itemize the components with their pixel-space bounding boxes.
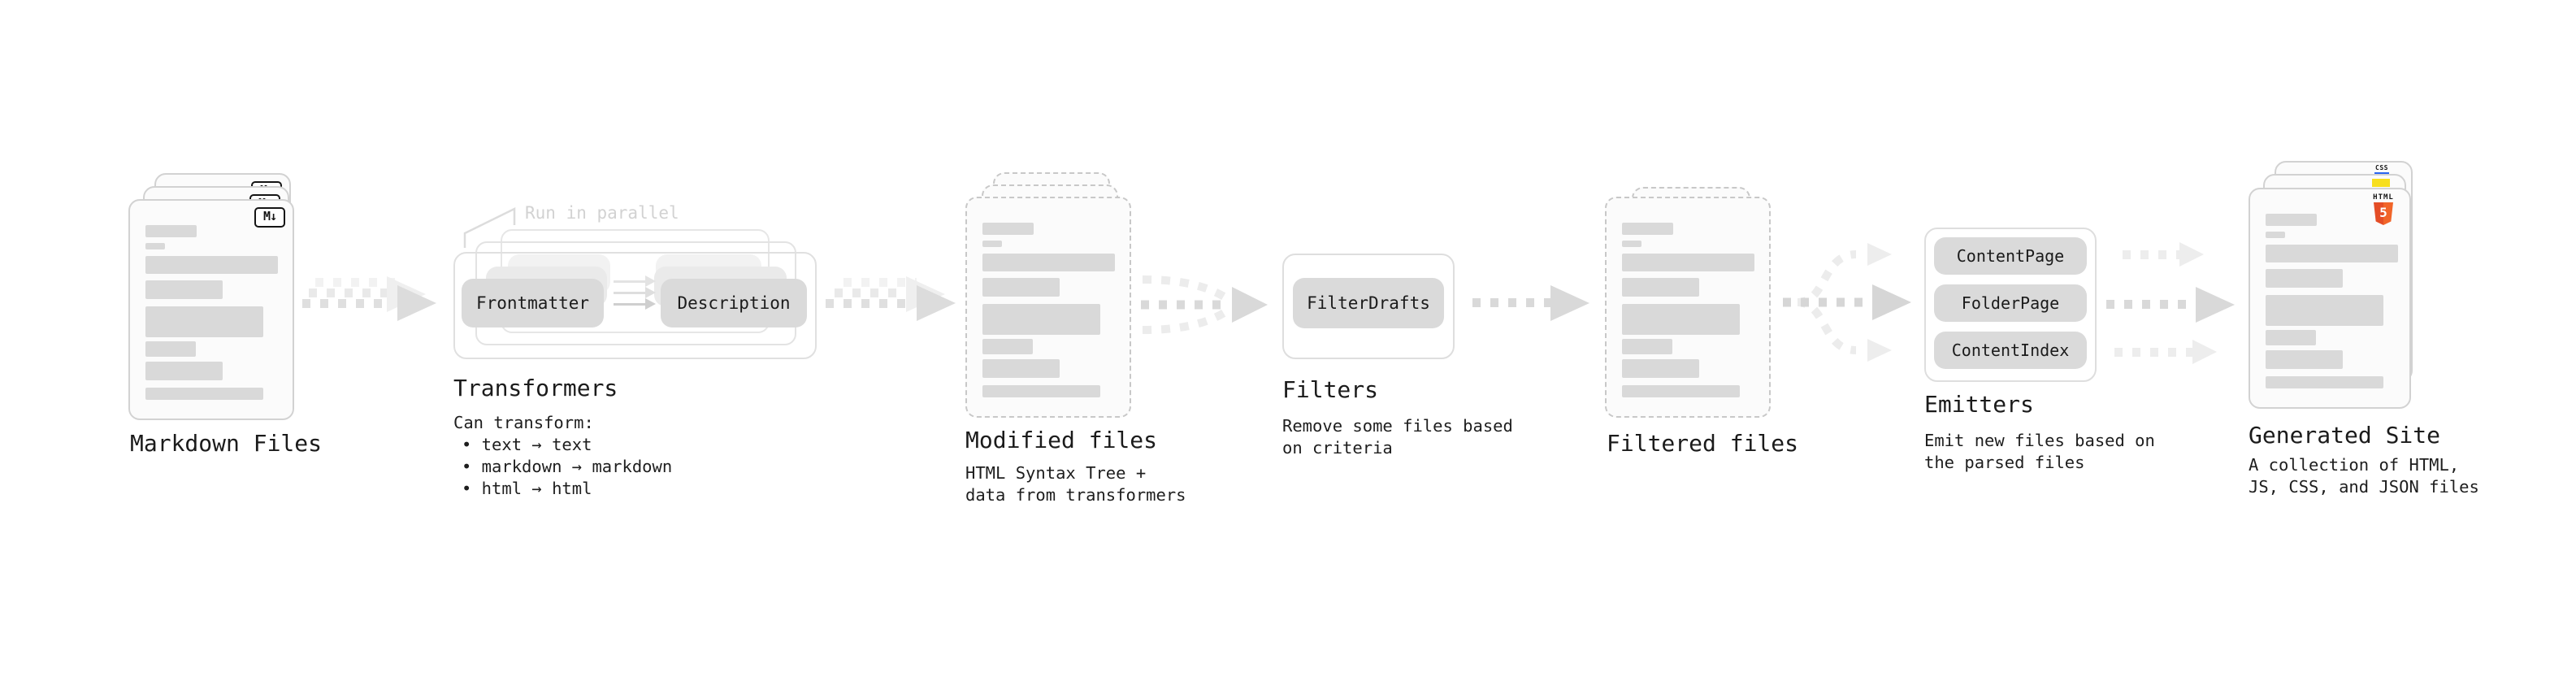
file-content-bar xyxy=(982,359,1060,378)
file-content-bar xyxy=(2266,376,2383,388)
file-content-bar xyxy=(982,241,1002,247)
arrow-head xyxy=(1550,285,1589,321)
file-content-bar xyxy=(982,339,1033,354)
file-content-bar xyxy=(1622,359,1699,378)
transformers-description: Can transform: • text → text • markdown … xyxy=(453,413,673,498)
emitter-folderpage: FolderPage xyxy=(1934,284,2087,322)
arrow-head-light xyxy=(2179,242,2204,267)
emitters-label: Emitters xyxy=(1924,391,2034,418)
file-content-bar xyxy=(1622,278,1699,297)
emitter-contentpage: ContentPage xyxy=(1934,237,2087,275)
file-content-bar xyxy=(1622,241,1641,247)
filter-filterdrafts: FilterDrafts xyxy=(1293,278,1444,328)
file-content-bar xyxy=(982,254,1115,271)
file-content-bar xyxy=(145,243,165,249)
file-content-bar xyxy=(2266,295,2383,326)
generated-file-card: HTML 5 xyxy=(2249,188,2411,409)
file-content-bar xyxy=(145,341,196,357)
file-content-bar xyxy=(145,225,197,237)
file-content-bar xyxy=(2266,269,2343,288)
file-content-bar xyxy=(982,385,1100,397)
file-content-bar xyxy=(1622,339,1672,354)
arrow-modified-to-filters xyxy=(1141,275,1268,334)
emitter-contentindex: ContentIndex xyxy=(1934,332,2087,369)
file-content-bar xyxy=(145,306,263,337)
file-content-bar xyxy=(982,278,1060,297)
markdown-icon: M↓ xyxy=(254,207,285,228)
html5-icon: HTML 5 xyxy=(2365,193,2402,225)
file-content-bar xyxy=(2266,350,2343,369)
modified-files-description: HTML Syntax Tree + data from transformer… xyxy=(965,463,1186,505)
filtered-files-label: Filtered files xyxy=(1607,430,1799,457)
arrow-head xyxy=(917,285,956,321)
generated-site-label: Generated Site xyxy=(2249,422,2441,449)
markdown-files-label: Markdown Files xyxy=(130,430,323,457)
transformer-layer-front xyxy=(453,252,817,359)
file-content-bar xyxy=(145,362,223,380)
file-content-bar xyxy=(1622,304,1740,335)
file-content-bar xyxy=(145,256,278,274)
file-content-bar xyxy=(1622,223,1673,235)
generated-site-description: A collection of HTML, JS, CSS, and JSON … xyxy=(2249,455,2479,497)
transformer-step-description: Description xyxy=(661,279,807,327)
markdown-file-card: M↓ xyxy=(128,199,294,420)
transformer-step-frontmatter: Frontmatter xyxy=(462,279,604,327)
file-content-bar xyxy=(2266,245,2398,262)
arrow-filtered-to-emitters xyxy=(1783,243,1911,362)
file-content-bar xyxy=(145,280,223,299)
file-content-bar xyxy=(1622,254,1754,271)
transformers-label: Transformers xyxy=(453,375,618,401)
file-content-bar xyxy=(2266,330,2316,345)
filters-description: Remove some files based on criteria xyxy=(1282,416,1513,458)
file-content-bar xyxy=(2266,232,2285,238)
file-content-bar xyxy=(1622,385,1740,397)
file-content-bar xyxy=(982,304,1100,335)
emitters-description: Emit new files based on the parsed files xyxy=(1924,431,2155,472)
run-in-parallel-note: Run in parallel xyxy=(525,203,679,223)
filtered-file-card xyxy=(1605,197,1771,418)
modified-file-card xyxy=(965,197,1131,418)
file-content-bar xyxy=(145,388,263,400)
arrow-head xyxy=(2196,287,2235,323)
filters-label: Filters xyxy=(1282,376,1379,403)
javascript-icon xyxy=(2372,179,2390,187)
run-in-parallel-callout-line xyxy=(463,206,516,248)
arrow-head xyxy=(397,285,436,321)
arrow-head-light xyxy=(2192,340,2217,364)
modified-files-label: Modified files xyxy=(965,427,1158,453)
file-content-bar xyxy=(2266,214,2317,226)
file-content-bar xyxy=(982,223,1034,235)
